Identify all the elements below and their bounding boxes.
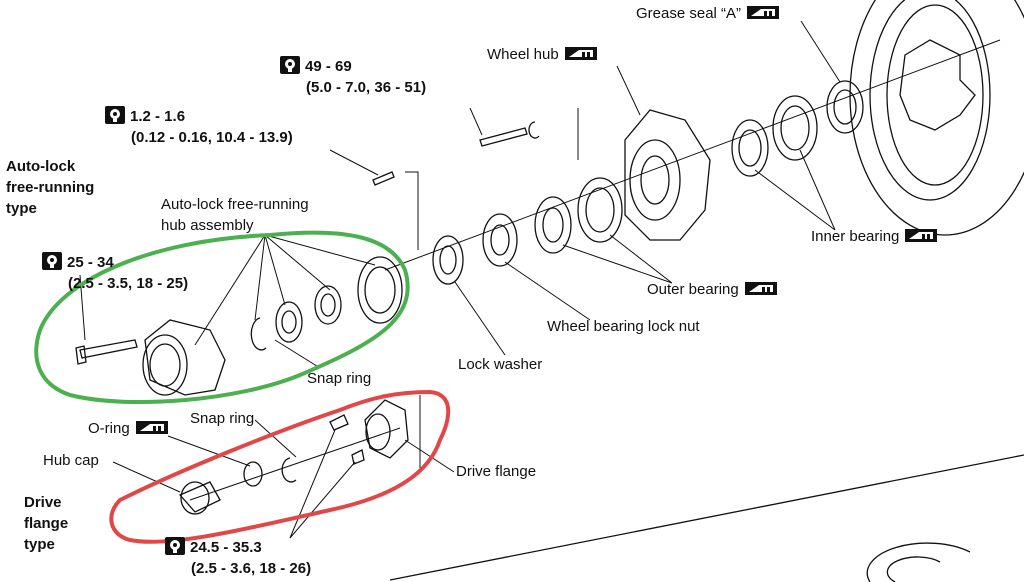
torque-spec-hub-assembly-bolt: 25 - 34 (2.5 - 3.5, 18 - 25) (42, 252, 188, 294)
grease-seal (826, 80, 864, 134)
drive-flange-parts (178, 399, 409, 515)
multipurpose-grease-icon (564, 47, 597, 60)
torque-wrench-icon (280, 56, 300, 74)
auto-lock-hub-assembly-label: Auto-lock free-running hub assembly (161, 196, 309, 234)
outer-bearing (534, 177, 623, 254)
snap-ring-upper-label: Snap ring (307, 370, 372, 387)
multipurpose-grease-icon (744, 282, 777, 295)
torque-spec-hub-bolt: 49 - 69 (5.0 - 7.0, 36 - 51) (280, 56, 426, 98)
torque-wrench-icon (105, 106, 125, 124)
lock-nut (482, 213, 518, 267)
drive-flange-type-title: Drive flange type (24, 494, 69, 553)
auto-lock-type-title: Auto-lock free-running type (6, 158, 95, 217)
lock-washer-label: Lock washer (458, 356, 543, 373)
green-highlight-loop (34, 230, 410, 405)
drive-flange-label: Drive flange (456, 463, 537, 480)
auto-lock-hub-parts (75, 256, 403, 396)
lock-washer (432, 235, 464, 285)
hub-cap-label: Hub cap (43, 452, 99, 469)
o-ring-label: O-ring (88, 419, 168, 439)
inner-bearing (731, 95, 818, 177)
wheel-hub (624, 109, 711, 241)
inner-bearing-label: Inner bearing (811, 227, 938, 247)
multipurpose-grease-icon (135, 421, 168, 434)
torque-spec-drive-flange-bolt: 24.5 - 35.3 (2.5 - 3.6, 18 - 26) (165, 537, 311, 579)
lock-nut-label: Wheel bearing lock nut (547, 318, 700, 335)
multipurpose-grease-icon (905, 229, 938, 242)
snap-ring-lower-label: Snap ring (190, 410, 255, 427)
torque-wrench-icon (42, 252, 62, 270)
multipurpose-grease-icon (747, 6, 780, 19)
wheel-hub-label: Wheel hub (487, 45, 597, 65)
outer-bearing-label: Outer bearing (647, 280, 777, 300)
red-highlight-loop (109, 389, 451, 544)
brake-rotor (849, 0, 1024, 236)
torque-spec-screw: 1.2 - 1.6 (0.12 - 0.16, 10.4 - 13.9) (105, 106, 293, 148)
torque-wrench-icon (165, 537, 185, 555)
grease-seal-label: Grease seal “A” (636, 4, 780, 24)
